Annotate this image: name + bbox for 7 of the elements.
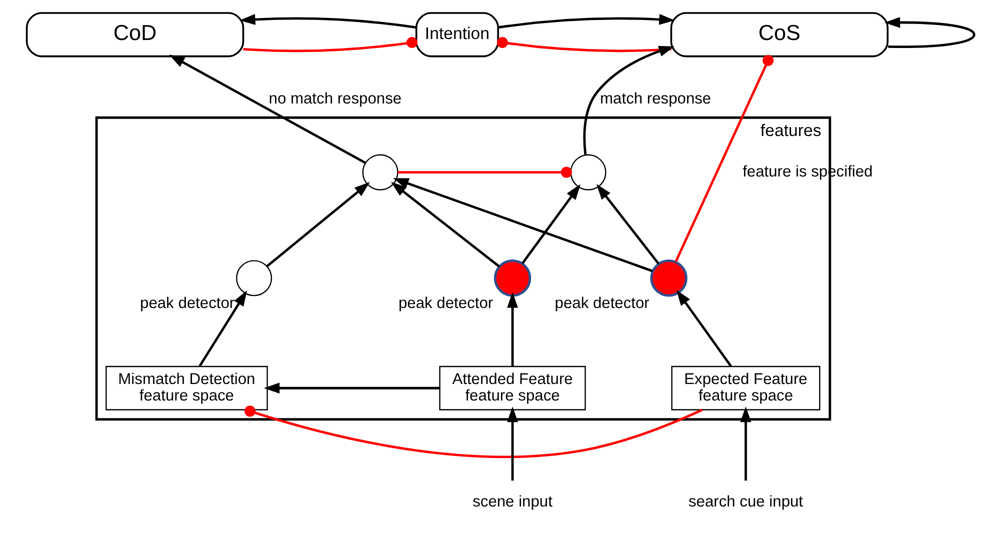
node-label: peak detector	[398, 295, 493, 312]
node-label: peak detector	[140, 295, 234, 312]
node-text: search cue input	[688, 493, 803, 510]
node-text: scene input	[472, 493, 552, 510]
edge-label: no match response	[268, 90, 402, 108]
edge-label: match response	[600, 90, 711, 108]
node-label: peak detector	[554, 295, 649, 312]
